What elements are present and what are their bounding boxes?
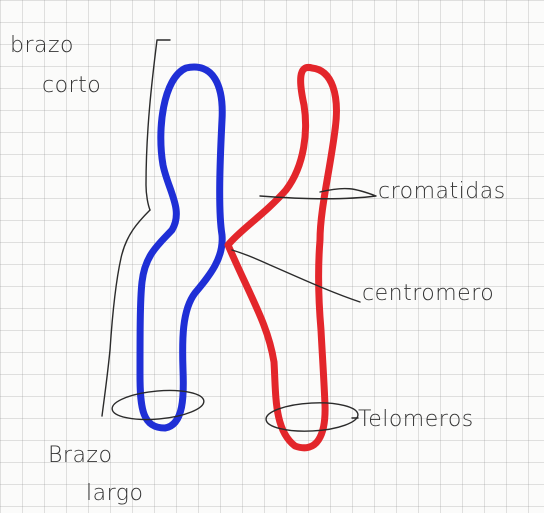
brazo-largo-line-1: Brazo [48,443,112,468]
telomere-left-ellipse [111,387,205,423]
cromatidas-label: cromatidas [378,179,506,204]
left-chromatid [140,67,222,428]
right-chromatid [228,67,336,447]
brazo-corto-line-2: corto [42,73,101,98]
telomeros-label: Telomeros [358,407,474,432]
centromero-label: centromero [362,281,494,306]
brazo-corto-label: brazo corto [10,33,101,98]
cromatidas-pointer [260,189,376,199]
brazo-largo-line-2: largo [86,481,143,506]
brazo-largo-label: Brazo largo [48,443,143,506]
brazo-corto-line-1: brazo [10,33,74,58]
